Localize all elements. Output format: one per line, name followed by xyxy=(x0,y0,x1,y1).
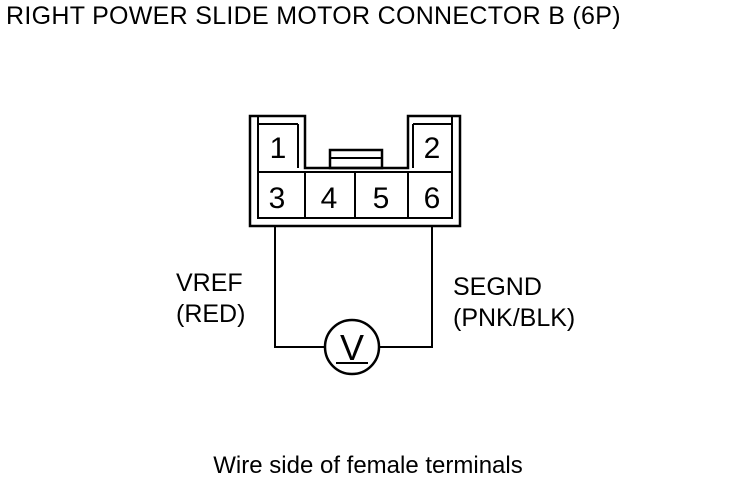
pin-1-label: 1 xyxy=(270,132,287,165)
pin-6-label: 6 xyxy=(424,182,441,215)
voltmeter-icon: V xyxy=(323,318,381,376)
connector-body xyxy=(248,114,462,228)
diagram-title: RIGHT POWER SLIDE MOTOR CONNECTOR B (6P) xyxy=(6,2,621,30)
left-signal-label: VREF xyxy=(176,269,243,297)
right-color-label: (PNK/BLK) xyxy=(453,304,575,332)
diagram-caption: Wire side of female terminals xyxy=(213,452,523,479)
left-color-label: (RED) xyxy=(176,300,245,328)
test-circuit xyxy=(274,226,433,348)
left-probe-wire xyxy=(274,226,325,348)
right-signal-label: SEGND xyxy=(453,273,542,301)
pin-5-label: 5 xyxy=(373,182,390,215)
right-probe-wire xyxy=(379,226,433,348)
pin-2-label: 2 xyxy=(424,132,441,165)
pin-3-label: 3 xyxy=(269,182,286,215)
pin-4-label: 4 xyxy=(321,182,338,215)
svg-text:V: V xyxy=(340,327,364,368)
